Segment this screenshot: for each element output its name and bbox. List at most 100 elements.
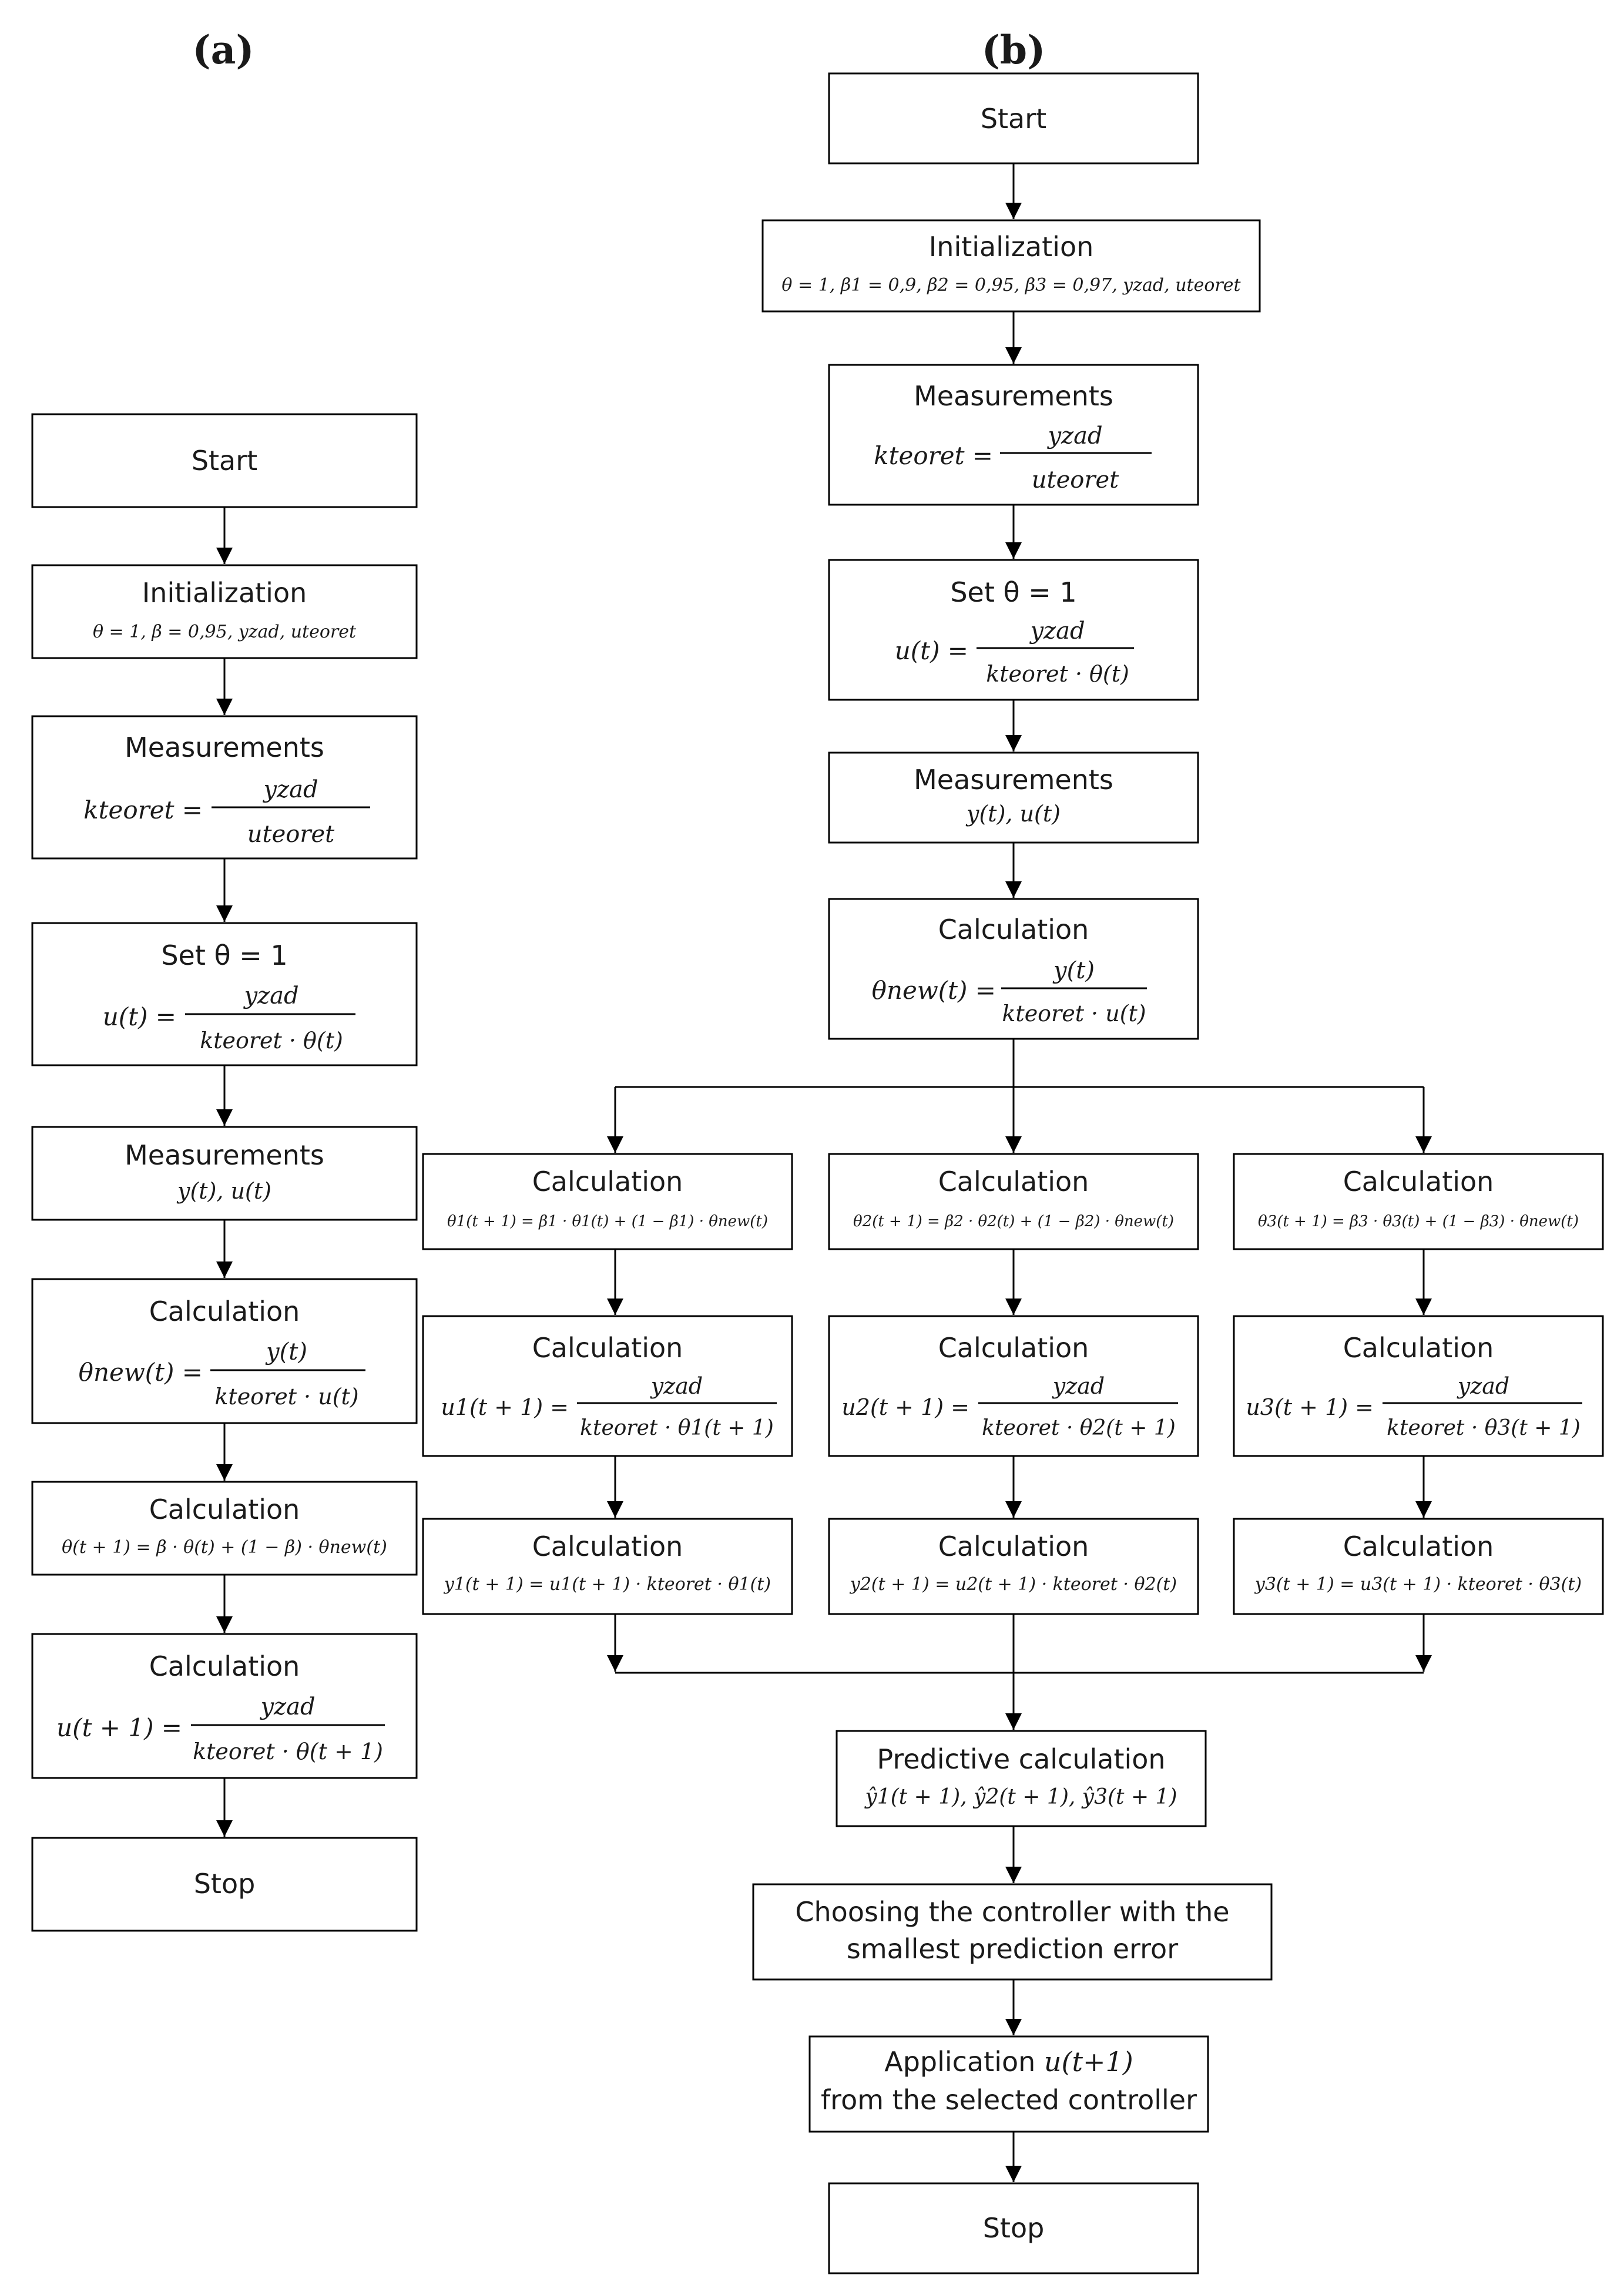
b-branch-2: Calculation θ2(t + 1) = β2 · θ2(t) + (1 … [828,1153,1199,1615]
b1-theta-formula: θ1(t + 1) = β1 · θ1(t) + (1 − β1) · θnew… [447,1213,768,1230]
b-apply-line1-wrap: Application u(t+1) [884,2046,1133,2078]
b2-u-box: Calculation u2(t + 1) = yzad kteoret · θ… [828,1315,1199,1457]
b2-u-title: Calculation [938,1332,1089,1364]
b3-y-formula: y3(t + 1) = u3(t + 1) · kteoret · θ3(t) [1254,1574,1582,1595]
b-meas1-num: yzad [1046,422,1102,449]
b3-u-den: kteoret · θ3(t + 1) [1387,1416,1581,1440]
b-apply-box: Application u(t+1) from the selected con… [808,2035,1209,2133]
a-calc1-den: kteoret · u(t) [214,1384,358,1410]
a-meas1-num: yzad [262,776,318,803]
a-meas1-title: Measurements [125,732,324,763]
b2-theta-formula: θ2(t + 1) = β2 · θ2(t) + (1 − β2) · θnew… [853,1213,1174,1230]
b-init-box: Initialization θ = 1, β1 = 0,9, β2 = 0,9… [761,219,1261,313]
b3-y-box: Calculation y3(t + 1) = u3(t + 1) · kteo… [1233,1518,1604,1615]
b1-theta-box: Calculation θ1(t + 1) = β1 · θ1(t) + (1 … [422,1153,793,1250]
b2-u-num: yzad [1052,1373,1105,1399]
b-predict-formula: ŷ1(t + 1), ŷ2(t + 1), ŷ3(t + 1) [864,1785,1177,1809]
a-calc2-formula: θ(t + 1) = β · θ(t) + (1 − β) · θnew(t) [62,1537,387,1558]
a-init-box: Initialization θ = 1, β = 0,95, yzad, ut… [31,564,418,659]
a-calc2-box: Calculation θ(t + 1) = β · θ(t) + (1 − β… [31,1481,418,1576]
a-calc3-box: Calculation u(t + 1) = yzad kteoret · θ(… [31,1633,418,1779]
b-calc-num: y(t) [1052,957,1095,984]
b2-theta-box: Calculation θ2(t + 1) = β2 · θ2(t) + (1 … [828,1153,1199,1250]
a-stop-box: Stop [31,1837,418,1932]
b3-theta-formula: θ3(t + 1) = β3 · θ3(t) + (1 − β3) · θnew… [1258,1213,1579,1230]
b-set-num: yzad [1029,618,1085,645]
b-calc-lhs: θnew(t) = [872,976,996,1005]
a-calc3-lhs: u(t + 1) = [56,1713,182,1742]
b-calc-den: kteoret · u(t) [1002,1001,1146,1026]
b-meas1-den: uteoret [1032,467,1119,494]
b-start-label: Start [981,103,1046,135]
b-init-title: Initialization [929,231,1094,263]
b-measurements2-box: Measurements y(t), u(t) [828,751,1199,844]
b-measurements-box: Measurements kteoret = yzad uteoret [828,364,1199,506]
b3-u-title: Calculation [1343,1332,1494,1364]
b-stop-box: Stop [828,2182,1199,2274]
b1-y-title: Calculation [532,1531,683,1562]
b2-y-title: Calculation [938,1531,1089,1562]
panel-b-label: (b) [982,27,1046,73]
b-branch-1: Calculation θ1(t + 1) = β1 · θ1(t) + (1 … [422,1153,793,1615]
b-start-box: Start [828,72,1199,165]
b2-y-formula: y2(t + 1) = u2(t + 1) · kteoret · θ2(t) [849,1574,1177,1595]
b-init-params: θ = 1, β1 = 0,9, β2 = 0,95, β3 = 0,97, y… [781,275,1241,296]
b1-u-lhs: u1(t + 1) = [441,1394,569,1420]
b2-u-lhs: u2(t + 1) = [841,1394,969,1420]
a-calc1-title: Calculation [149,1296,300,1327]
a-calc3-den: kteoret · θ(t + 1) [193,1739,383,1764]
a-measurements-box: Measurements kteoret = yzad uteoret [31,715,418,860]
b-meas2-title: Measurements [914,764,1113,796]
a-calc1-num: y(t) [265,1338,307,1365]
b-apply-line1: Application [884,2046,1035,2078]
b-calc-title: Calculation [938,914,1089,945]
a-calc3-num: yzad [259,1693,315,1720]
b1-theta-title: Calculation [532,1166,683,1197]
b3-u-box: Calculation u3(t + 1) = yzad kteoret · θ… [1233,1315,1604,1457]
a-meas2-title: Measurements [125,1139,324,1171]
b1-u-den: kteoret · θ1(t + 1) [580,1416,774,1440]
a-set-lhs: u(t) = [103,1002,176,1031]
b1-y-formula: y1(t + 1) = u1(t + 1) · kteoret · θ1(t) [443,1574,771,1595]
a-meas2-vars: y(t), u(t) [176,1178,271,1204]
panel-b: (b) Start Initialization θ = 1, β1 = 0,9… [422,27,1604,2274]
a-set-box: Set θ = 1 u(t) = yzad kteoret · θ(t) [31,922,418,1066]
b-set-box: Set θ = 1 u(t) = yzad kteoret · θ(t) [828,559,1199,701]
b-apply-var: u(t+1) [1044,2046,1133,2078]
a-start-box: Start [31,413,418,508]
b1-y-box: Calculation y1(t + 1) = u1(t + 1) · kteo… [422,1518,793,1615]
b-meas1-lhs: kteoret = [874,441,993,470]
b2-u-den: kteoret · θ2(t + 1) [982,1416,1176,1440]
a-meas1-den: uteoret [247,821,335,848]
a-calc1-lhs: θnew(t) = [79,1358,203,1387]
b-predict-title: Predictive calculation [877,1743,1165,1775]
b1-u-box: Calculation u1(t + 1) = yzad kteoret · θ… [422,1315,793,1457]
b-stop-label: Stop [983,2212,1045,2244]
b2-theta-title: Calculation [938,1166,1089,1197]
b2-y-box: Calculation y2(t + 1) = u2(t + 1) · kteo… [828,1518,1199,1615]
a-start-label: Start [192,445,257,477]
a-calc1-box: Calculation θnew(t) = y(t) kteoret · u(t… [31,1278,418,1424]
b3-y-title: Calculation [1343,1531,1494,1562]
b-choose-line1: Choosing the controller with the [795,1896,1229,1928]
b-set-title: Set θ = 1 [950,576,1076,608]
a-calc3-title: Calculation [149,1650,300,1682]
a-meas1-lhs: kteoret = [83,796,203,824]
a-measurements2-box: Measurements y(t), u(t) [31,1126,418,1221]
a-set-num: yzad [243,982,298,1009]
b1-u-title: Calculation [532,1332,683,1364]
panel-a-label: (a) [192,27,254,73]
b3-theta-box: Calculation θ3(t + 1) = β3 · θ3(t) + (1 … [1233,1153,1604,1250]
b-merge-connectors [607,1614,1432,1730]
a-set-den: kteoret · θ(t) [200,1028,343,1053]
b-apply-line2: from the selected controller [821,2084,1197,2116]
a-stop-label: Stop [194,1868,256,1900]
b-predict-box: Predictive calculation ŷ1(t + 1), ŷ2(t +… [836,1730,1207,1827]
b3-u-num: yzad [1457,1373,1509,1399]
b-meas2-vars: y(t), u(t) [965,801,1061,827]
b3-u-lhs: u3(t + 1) = [1246,1394,1374,1420]
b1-u-num: yzad [650,1373,703,1399]
a-calc2-title: Calculation [149,1494,300,1525]
b-choose-line2: smallest prediction error [847,1933,1178,1965]
